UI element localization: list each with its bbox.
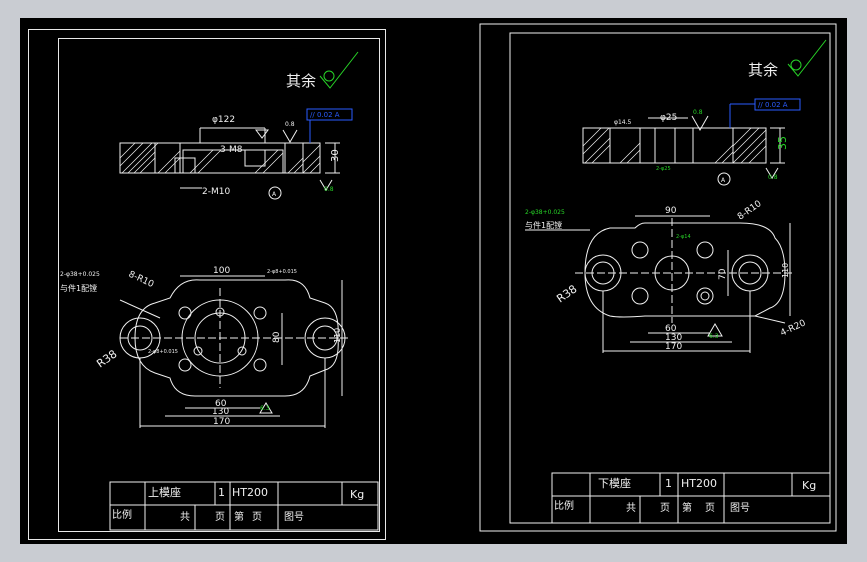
right-dim-130: 130 bbox=[665, 333, 682, 343]
right-dim-70: 70 bbox=[718, 268, 728, 280]
left-thread-bottom: 2-M10 bbox=[202, 187, 230, 197]
left-dim-170: 170 bbox=[213, 417, 230, 427]
right-title-block bbox=[551, 472, 831, 524]
right-sheet: 第 bbox=[682, 501, 692, 514]
right-scale: 比例 bbox=[554, 499, 574, 512]
left-unit: Kg bbox=[350, 488, 364, 501]
right-remaining-label: 其余 bbox=[748, 61, 778, 79]
left-page1: 页 bbox=[215, 511, 225, 523]
left-thread-top: 3-M8 bbox=[220, 145, 243, 155]
right-radius-small: 8-R10 bbox=[736, 199, 764, 223]
right-fit-note: 2-φ38+0.025 bbox=[525, 209, 565, 216]
right-dim-90: 90 bbox=[665, 206, 677, 216]
left-part-name: 上模座 bbox=[148, 485, 181, 499]
right-rough-0.8a: 0.8 bbox=[693, 109, 703, 116]
left-dia-122: φ122 bbox=[212, 115, 235, 125]
left-remaining-label: 其余 bbox=[286, 72, 316, 90]
right-page1: 页 bbox=[660, 502, 670, 514]
left-material: HT200 bbox=[232, 486, 268, 499]
right-dim-60: 60 bbox=[665, 324, 677, 334]
left-page2: 页 bbox=[252, 511, 262, 523]
left-sheet: 第 bbox=[234, 510, 244, 523]
right-datum-circle bbox=[717, 172, 731, 186]
right-unit: Kg bbox=[802, 479, 816, 492]
left-dim-80: 80 bbox=[272, 331, 282, 343]
left-total: 共 bbox=[180, 511, 190, 523]
right-top-view: φ14.5 φ25 0.8 // 0.02 A 35 0.8 A 2-φ25 bbox=[582, 98, 801, 186]
left-parallel-tol: // 0.02 A bbox=[310, 111, 340, 119]
left-hole-note2: 2-φ8+0.015 bbox=[148, 349, 178, 355]
right-radius-big: R38 bbox=[554, 282, 579, 305]
right-datum-a: A bbox=[721, 177, 726, 184]
left-dim-60: 60 bbox=[215, 399, 227, 409]
left-datum-a: A bbox=[272, 191, 277, 198]
right-dim-170: 170 bbox=[665, 342, 682, 352]
left-dim-130: 130 bbox=[212, 407, 229, 417]
right-roughness-check-icon bbox=[787, 39, 827, 77]
left-hole-note: 2-φ8+0.015 bbox=[267, 269, 297, 275]
left-title-block bbox=[109, 481, 379, 531]
left-rough-0.8a: 0.8 bbox=[285, 121, 295, 128]
left-radius-small: 8-R10 bbox=[127, 270, 156, 290]
left-dim-100: 100 bbox=[213, 266, 230, 276]
cad-canvas[interactable]: 其余 bbox=[20, 18, 847, 544]
right-rough-6.3: 6.3 bbox=[709, 333, 719, 340]
left-radius-big: R38 bbox=[94, 347, 119, 370]
left-dim-110: 110 bbox=[333, 328, 342, 343]
left-height-30: 30 bbox=[330, 149, 341, 162]
right-dia-small: φ14.5 bbox=[614, 119, 632, 126]
right-height-35: 35 bbox=[776, 136, 789, 150]
left-top-view: φ122 3-M8 2-M10 30 0.8 // 0.02 A 0.8 A bbox=[119, 108, 353, 200]
left-sheet-border bbox=[28, 29, 386, 540]
right-part-name: 下模座 bbox=[598, 476, 631, 490]
left-qty: 1 bbox=[218, 486, 225, 499]
right-total: 共 bbox=[626, 502, 636, 514]
left-drawing-frame bbox=[58, 38, 380, 532]
right-qty: 1 bbox=[665, 477, 672, 490]
right-fit-note2: 与件1配镗 bbox=[525, 220, 562, 230]
right-plan-view: 90 60 130 170 70 110 2-φ38+0.025 与件1配镗 8… bbox=[525, 199, 808, 353]
left-drawing: 其余 bbox=[60, 23, 837, 532]
right-radius-20: 4-R20 bbox=[779, 318, 808, 338]
right-rough-0.8b: 0.8 bbox=[768, 174, 778, 181]
right-material: HT200 bbox=[681, 477, 717, 490]
left-fit-note: 2-φ38+0.025 bbox=[60, 271, 100, 278]
right-top-hole-note: 2-φ25 bbox=[656, 166, 671, 172]
left-scale: 比例 bbox=[112, 508, 132, 521]
left-rough-6.3: 6.3 bbox=[260, 405, 270, 412]
left-rough-0.8b: 0.8 bbox=[324, 186, 334, 193]
right-dim-110: 110 bbox=[781, 263, 790, 278]
right-sheet-border bbox=[479, 23, 837, 532]
right-drawing-no: 图号 bbox=[730, 502, 750, 514]
right-page2: 页 bbox=[705, 502, 715, 514]
right-parallel-tol: // 0.02 A bbox=[758, 101, 788, 109]
right-hole-note: 2-φ14 bbox=[676, 234, 691, 240]
left-plan-view: 100 60 130 170 80 110 2-φ38+0.025 与件1配镗 … bbox=[60, 266, 350, 428]
left-drawing-no: 图号 bbox=[284, 511, 304, 523]
left-datum-circle bbox=[268, 186, 282, 200]
left-fit-note2: 与件1配镗 bbox=[60, 283, 97, 293]
left-roughness-check-icon bbox=[319, 51, 359, 89]
